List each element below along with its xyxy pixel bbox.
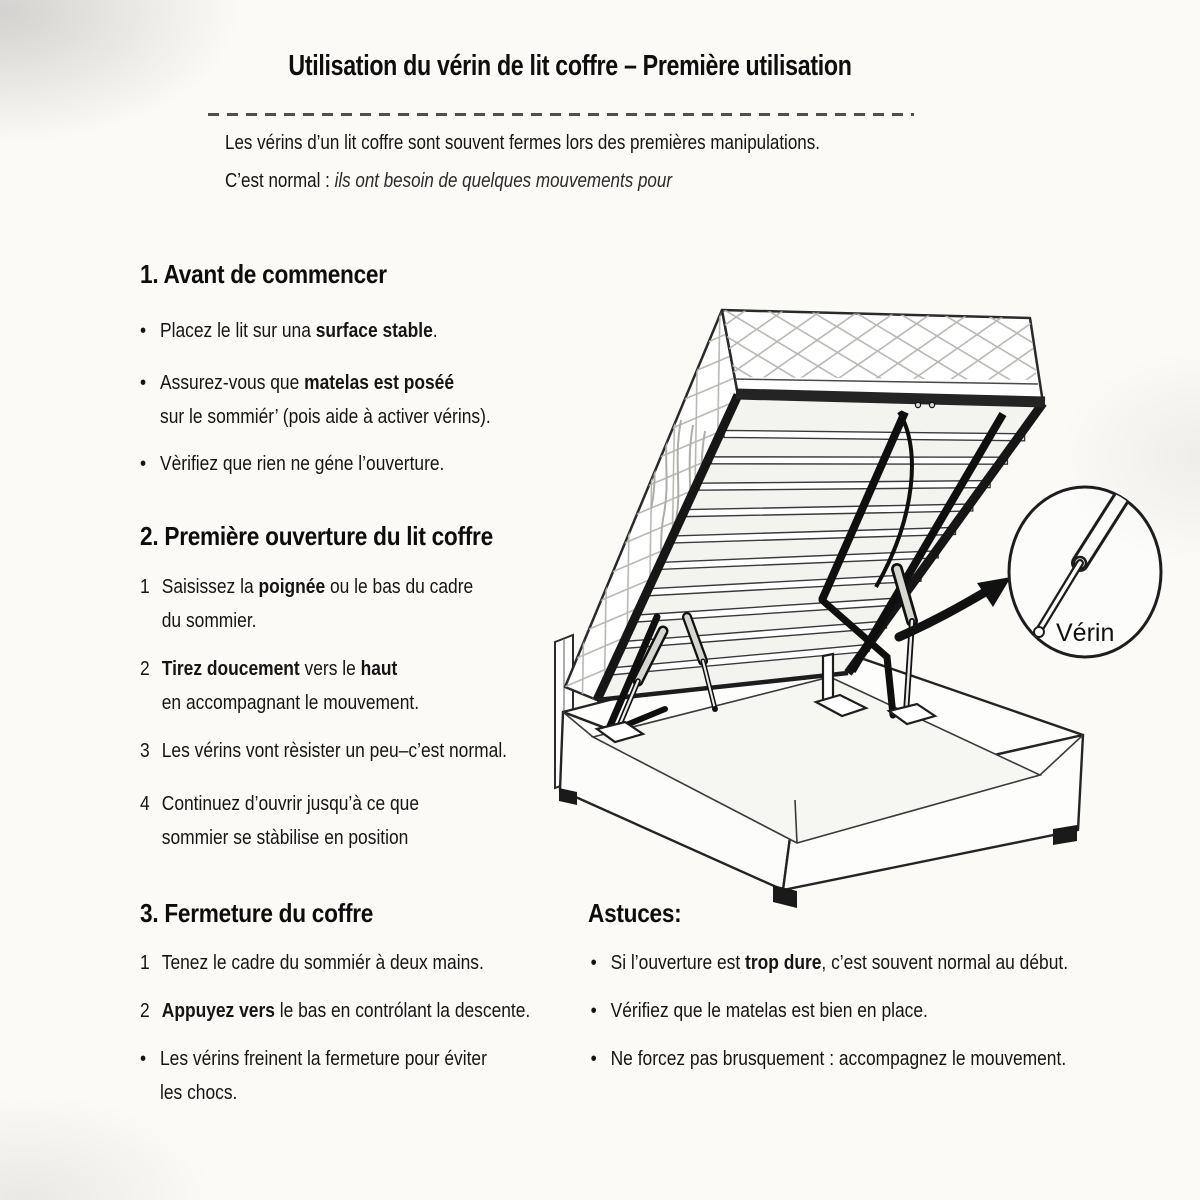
frame-top-rail bbox=[735, 388, 1046, 408]
list-item-text: Placez le lit sur una surface stable. bbox=[160, 320, 438, 342]
number-marker: 4 bbox=[140, 793, 150, 815]
bed-foot bbox=[1053, 825, 1077, 845]
list-item-text: Les vérins vont rèsister un peu–c’est no… bbox=[161, 740, 508, 762]
bullet-marker: • bbox=[140, 453, 147, 475]
list-item: 3 Les vérins vont rèsister un peu–c’est n… bbox=[140, 734, 507, 768]
number-marker: 2 bbox=[140, 1000, 150, 1022]
mattress-and-frame bbox=[563, 308, 1047, 703]
number-marker: 1 bbox=[140, 576, 150, 598]
intro-line-1: Les vérins d’un lit coffre sont souvent … bbox=[225, 132, 820, 154]
gas-strut-icon bbox=[1031, 487, 1136, 641]
list-item: 1 Tenez le cadre du sommiér à deux mains. bbox=[140, 946, 484, 980]
tips-heading: Astuces: bbox=[588, 898, 682, 928]
gas-strut-middle bbox=[682, 612, 718, 712]
list-item-text: Les vérins freinent la fermeture pour év… bbox=[160, 1048, 487, 1104]
intro-block: Les vérins d’un lit coffre sont souvent … bbox=[225, 0, 905, 230]
list-item: 1 Saisissez la poignée ou le bas du cadre… bbox=[140, 570, 473, 638]
bullet-marker: • bbox=[590, 952, 597, 974]
list-item: 2 Appuyez vers le bas en contrólant la de… bbox=[140, 994, 530, 1028]
list-item-text: Vèrifiez que rien ne géne l’ouverture. bbox=[160, 453, 445, 475]
bullet-marker: • bbox=[140, 1048, 147, 1070]
intro-line-2: C’est normal : ils ont besoin de quelque… bbox=[225, 170, 672, 192]
bed-foot bbox=[559, 788, 577, 805]
gas-strut-left bbox=[594, 613, 669, 744]
list-item: • Si l’ouverture est trop dure, c’est sou… bbox=[591, 946, 1068, 980]
callout-label: Vérin bbox=[1056, 619, 1114, 647]
list-item-text: Ne forcez pas brusquement : accompagnez … bbox=[610, 1048, 1067, 1070]
left-column: 1. Avant de commencer • Placez le lit sur… bbox=[140, 0, 627, 1200]
list-item-text: Appuyez vers le bas en contrólant la des… bbox=[161, 1000, 531, 1022]
lift-arm bbox=[848, 411, 1007, 674]
lift-arm bbox=[818, 410, 909, 602]
tips-column: Astuces: • Si l’ouverture est trop dure, … bbox=[588, 0, 1127, 1200]
list-item: • Les vérins freinent la fermeture pour é… bbox=[140, 1042, 487, 1110]
list-item: • Vérifiez que le matelas est bien en pla… bbox=[591, 994, 928, 1028]
frame-left-rail bbox=[592, 393, 743, 702]
gas-strut-right bbox=[813, 563, 938, 726]
list-item: • Ne forcez pas brusquement : accompagnez… bbox=[591, 1042, 1067, 1076]
slat-frame bbox=[592, 388, 1047, 703]
callout-circle: Vérin bbox=[1007, 485, 1163, 659]
section3-heading: 3. Fermeture du coffre bbox=[140, 898, 374, 928]
list-item-text: Si l’ouverture est trop dure, c’est souv… bbox=[610, 952, 1069, 974]
frame-foot-rail bbox=[596, 670, 849, 703]
dashed-divider bbox=[208, 113, 914, 116]
cable bbox=[874, 410, 914, 588]
section2-heading: 2. Première ouverture du lit coffre bbox=[140, 521, 493, 551]
bed-foot bbox=[773, 885, 797, 908]
number-marker: 3 bbox=[140, 740, 150, 762]
list-item: • Placez le lit sur una surface stable. bbox=[140, 314, 438, 348]
number-marker: 1 bbox=[140, 952, 150, 974]
list-item-text: Vérifiez que le matelas est bien en plac… bbox=[610, 1000, 928, 1022]
storage-box bbox=[558, 643, 1085, 908]
list-item-text: Tenez le cadre du sommiér à deux mains. bbox=[161, 952, 484, 974]
bullet-marker: • bbox=[590, 1000, 597, 1022]
bullet-marker: • bbox=[590, 1048, 597, 1070]
bed-illustration: Vérin bbox=[554, 308, 1163, 908]
section1-heading: 1. Avant de commencer bbox=[140, 259, 387, 289]
bullet-marker: • bbox=[140, 320, 147, 342]
screw-icon bbox=[914, 401, 922, 409]
number-marker: 2 bbox=[140, 658, 150, 680]
callout-arrow-icon bbox=[894, 577, 1011, 642]
bullet-marker: • bbox=[140, 372, 147, 394]
slats bbox=[611, 429, 1026, 676]
list-item: • Vèrifiez que rien ne géne l’ouverture. bbox=[140, 447, 444, 481]
page-title: Utilisation du vérin de lit coffre – Pre… bbox=[288, 50, 852, 82]
screw-icon bbox=[928, 401, 936, 409]
